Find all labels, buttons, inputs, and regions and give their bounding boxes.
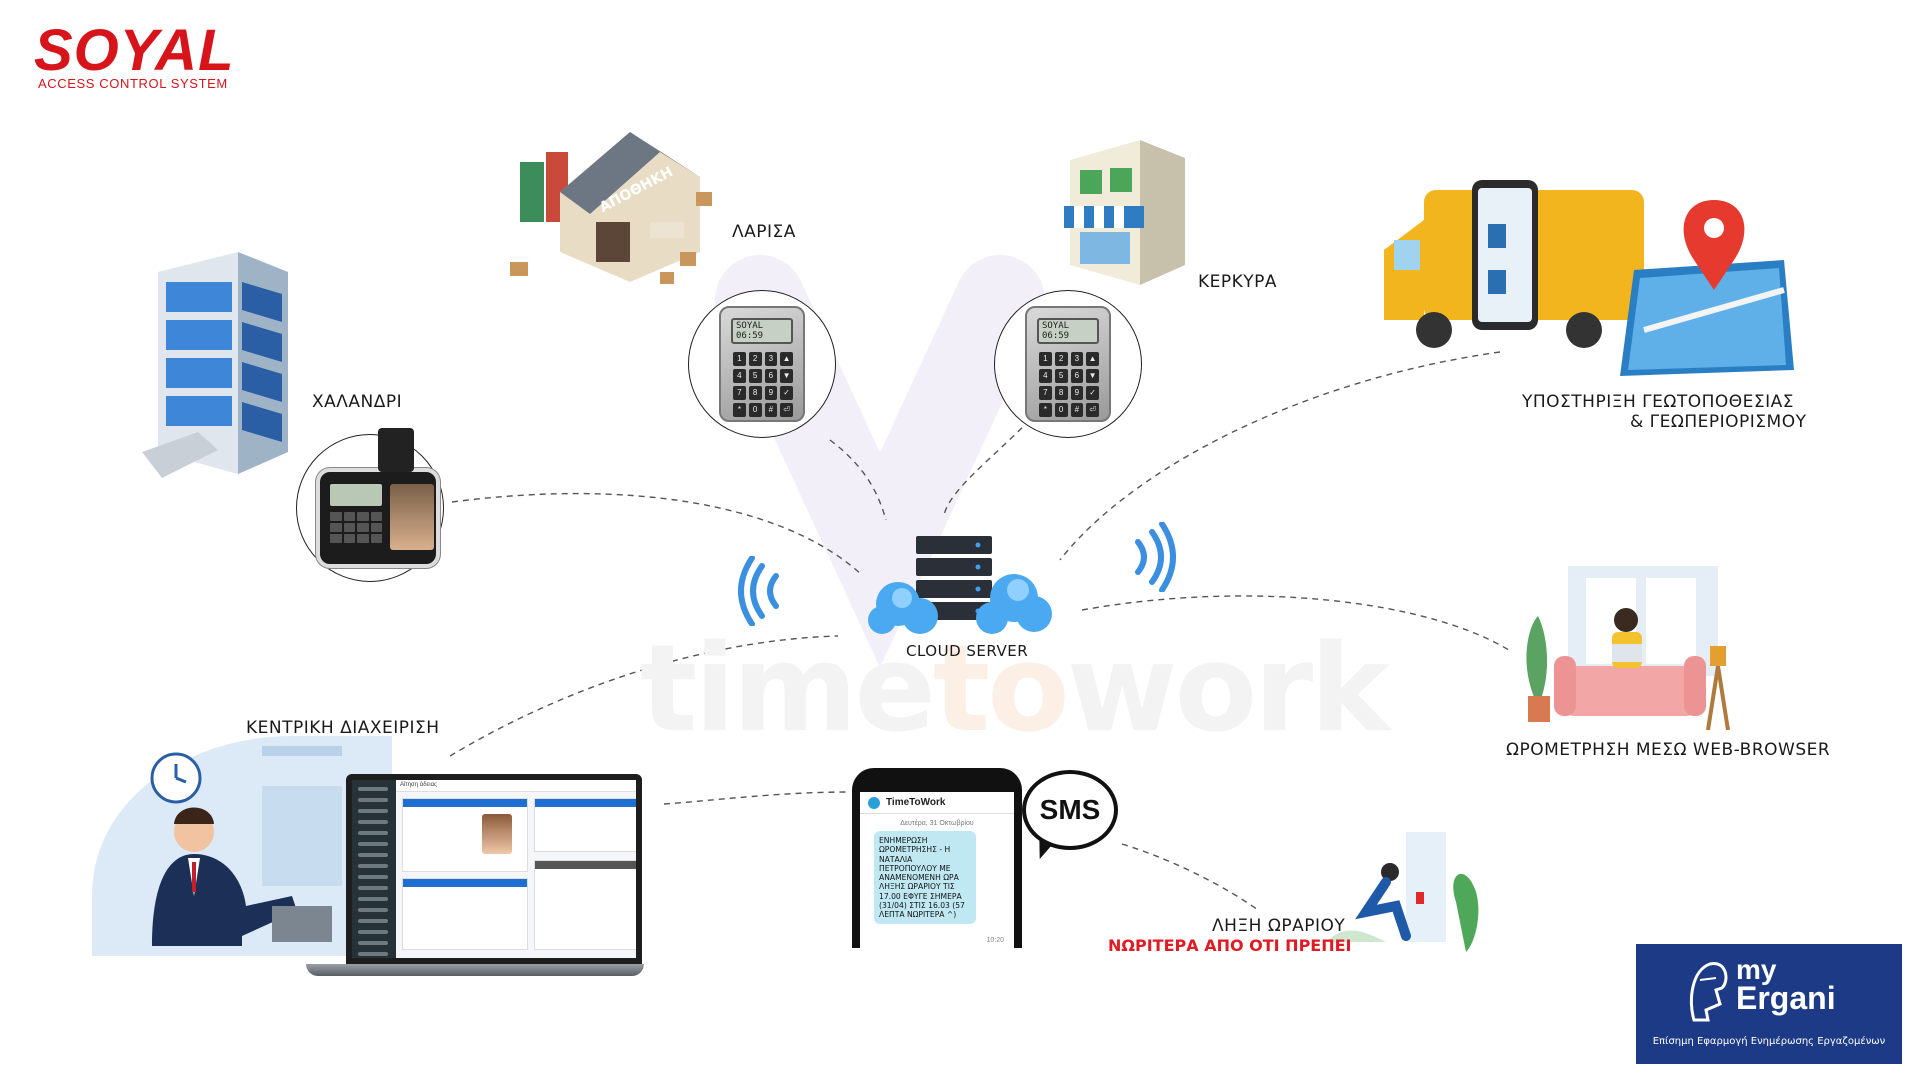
label-halandri: ΧΑΛΑΝΔΡΙ	[312, 392, 403, 412]
camera-icon	[378, 428, 414, 472]
timetowork-watermark: timetowork	[640, 620, 1390, 759]
label-end-of-shift: ΛΗΞΗ ΩΡΑΡΙΟΥ	[1212, 916, 1346, 936]
wifi-signal-right-icon	[1135, 522, 1176, 592]
label-larisa: ΛΑΡΙΣΑ	[732, 222, 796, 242]
soyal-logo-subtitle: ACCESS CONTROL SYSTEM	[38, 76, 228, 91]
ergani-helmet-icon	[1689, 962, 1728, 1022]
dashboard-card-3	[402, 878, 528, 950]
reader-screen-2-line1: SOYAL	[1042, 321, 1070, 331]
label-earlier-than-expected: ΝΩΡΙΤΕΡΑ ΑΠΟ ΟΤΙ ΠΡΕΠΕΙ	[1108, 936, 1352, 955]
sms-time: 10:20	[986, 937, 1004, 944]
smartphone: TimeToWork Δευτέρα, 31 Οκτωβρίου ΕΝΗΜΕΡΩ…	[852, 768, 1022, 948]
watermark-part-3: work	[1066, 620, 1390, 759]
line-kerkyra	[943, 419, 1031, 516]
line-web	[1081, 595, 1513, 653]
dashboard-card-2	[534, 798, 636, 852]
label-web-browser: ΩΡΟΜΕΤΡΗΣΗ ΜΕΣΩ WEB-BROWSER	[1506, 740, 1831, 760]
wifi-signal-left-icon	[738, 556, 779, 626]
label-cloud-server: CLOUD SERVER	[906, 642, 1029, 660]
face-recognition-terminal	[316, 428, 440, 568]
dashboard-sidebar	[352, 780, 396, 958]
line-end	[1121, 843, 1259, 911]
sms-header: TimeToWork	[860, 792, 1014, 814]
terminal-lcd	[330, 484, 382, 506]
admin-dashboard: Αίτηση άδειας	[352, 780, 636, 958]
sms-message: ΕΝΗΜΕΡΩΣΗ ΩΡΟΜΕΤΡΗΣΗΣ - Η ΝΑΤΑΛΙΑ ΠΕΤΡΟΠ…	[874, 831, 976, 925]
line-central	[449, 635, 839, 757]
sms-speech-bubble: SMS	[1022, 770, 1118, 850]
line-phone	[663, 791, 851, 805]
soyal-logo: SOYAL	[34, 18, 235, 83]
label-geolocation-line2: & ΓΕΩΠΕΡΙΟΡΙΣΜΟΥ	[1630, 412, 1807, 432]
watermark-part-1: time	[640, 620, 936, 759]
manager-illustration	[92, 736, 392, 956]
line-geo	[1059, 351, 1501, 561]
warehouse-illustration	[510, 132, 712, 284]
web-browser-illustration	[1526, 566, 1730, 730]
label-central-management: ΚΕΝΤΡΙΚΗ ΔΙΑΧΕΙΡΙΣΗ	[246, 718, 440, 738]
employee-photo	[482, 814, 512, 854]
laptop-screen: Αίτηση άδειας	[346, 774, 642, 964]
label-geolocation-line1: ΥΠΟΣΤΗΡΙΞΗ ΓΕΩΤΟΠΟΘΕΣΙΑΣ	[1522, 392, 1795, 412]
ergani-title-line2: Ergani	[1736, 980, 1836, 1016]
office-tower-illustration	[142, 252, 288, 478]
dashboard-header: Αίτηση άδειας	[396, 780, 636, 792]
sms-screen: TimeToWork Δευτέρα, 31 Οκτωβρίου ΕΝΗΜΕΡΩ…	[860, 792, 1014, 948]
shop-illustration	[1064, 140, 1185, 285]
reader-screen-line1: SOYAL	[736, 321, 764, 331]
dashboard-card-4	[534, 860, 636, 950]
line-halandri	[451, 492, 863, 576]
my-ergani-badge: my Ergani Επίσημη Εφαρμογή Ενημέρωσης Ερ…	[1636, 944, 1902, 1064]
geolocation-illustration	[1384, 180, 1794, 376]
contact-avatar-icon	[868, 796, 880, 809]
ergani-title-line1: my	[1736, 954, 1777, 985]
line-larisa	[829, 439, 887, 521]
terminal-keypad	[330, 512, 382, 543]
label-kerkyra: ΚΕΡΚΥΡΑ	[1198, 272, 1278, 292]
reader-screen-2-line2: 06:59	[1042, 330, 1070, 341]
watermark-part-2: to	[932, 620, 1070, 759]
ergani-subtitle: Επίσημη Εφαρμογή Ενημέρωσης Εργαζομένων	[1652, 1036, 1886, 1047]
leaving-early-illustration	[1326, 832, 1479, 952]
face-image	[390, 484, 434, 550]
reader-screen-line2: 06:59	[736, 330, 764, 341]
sms-contact-name: TimeToWork	[886, 797, 946, 808]
laptop-base	[306, 964, 644, 976]
sms-date: Δευτέρα, 31 Οκτωβρίου	[900, 820, 974, 827]
cloud-server-icon	[868, 536, 1052, 634]
